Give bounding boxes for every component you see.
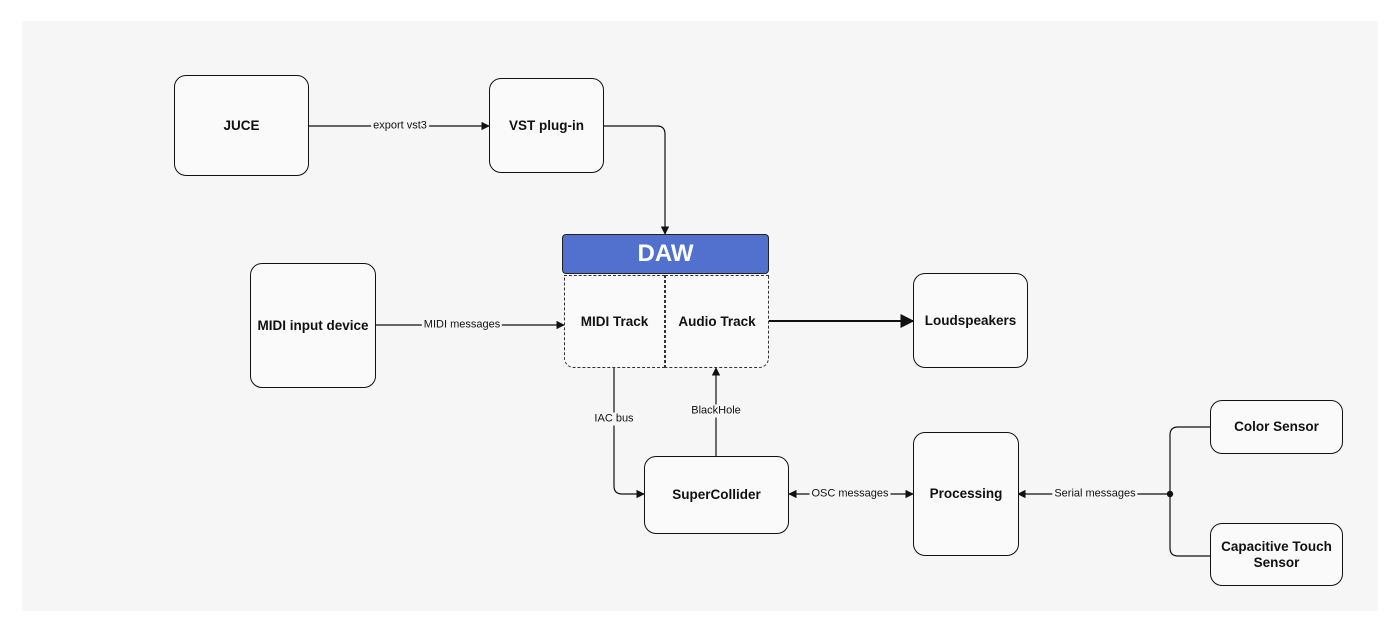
junction-dot bbox=[1166, 490, 1174, 498]
edge-vst-daw bbox=[604, 125, 670, 235]
edge-label-serial: Serial messages bbox=[1052, 487, 1138, 501]
edge-label-blackhole: BlackHole bbox=[689, 404, 743, 418]
audio-track-node: Audio Track bbox=[665, 275, 769, 368]
edge-label-osc: OSC messages bbox=[809, 487, 891, 501]
supercollider-node: SuperCollider bbox=[644, 456, 789, 534]
processing-node: Processing bbox=[913, 432, 1019, 556]
midi-track-node: MIDI Track bbox=[564, 275, 665, 368]
capacitive-touch-sensor-node: Capacitive Touch Sensor bbox=[1210, 523, 1343, 586]
edge-label-iac-bus: IAC bus bbox=[592, 412, 636, 426]
midi-input-device-node: MIDI input device bbox=[250, 263, 376, 388]
color-sensor-node: Color Sensor bbox=[1210, 400, 1343, 454]
vst-plugin-node: VST plug-in bbox=[489, 78, 604, 173]
edge-sensor-branch bbox=[1169, 426, 1210, 557]
edge-iac-bus bbox=[613, 367, 645, 499]
edge-label-export: export vst3 bbox=[371, 119, 429, 133]
juce-node: JUCE bbox=[174, 75, 309, 176]
daw-header: DAW bbox=[562, 234, 769, 274]
loudspeakers-node: Loudspeakers bbox=[913, 273, 1028, 368]
edge-label-midi-messages: MIDI messages bbox=[421, 318, 503, 332]
